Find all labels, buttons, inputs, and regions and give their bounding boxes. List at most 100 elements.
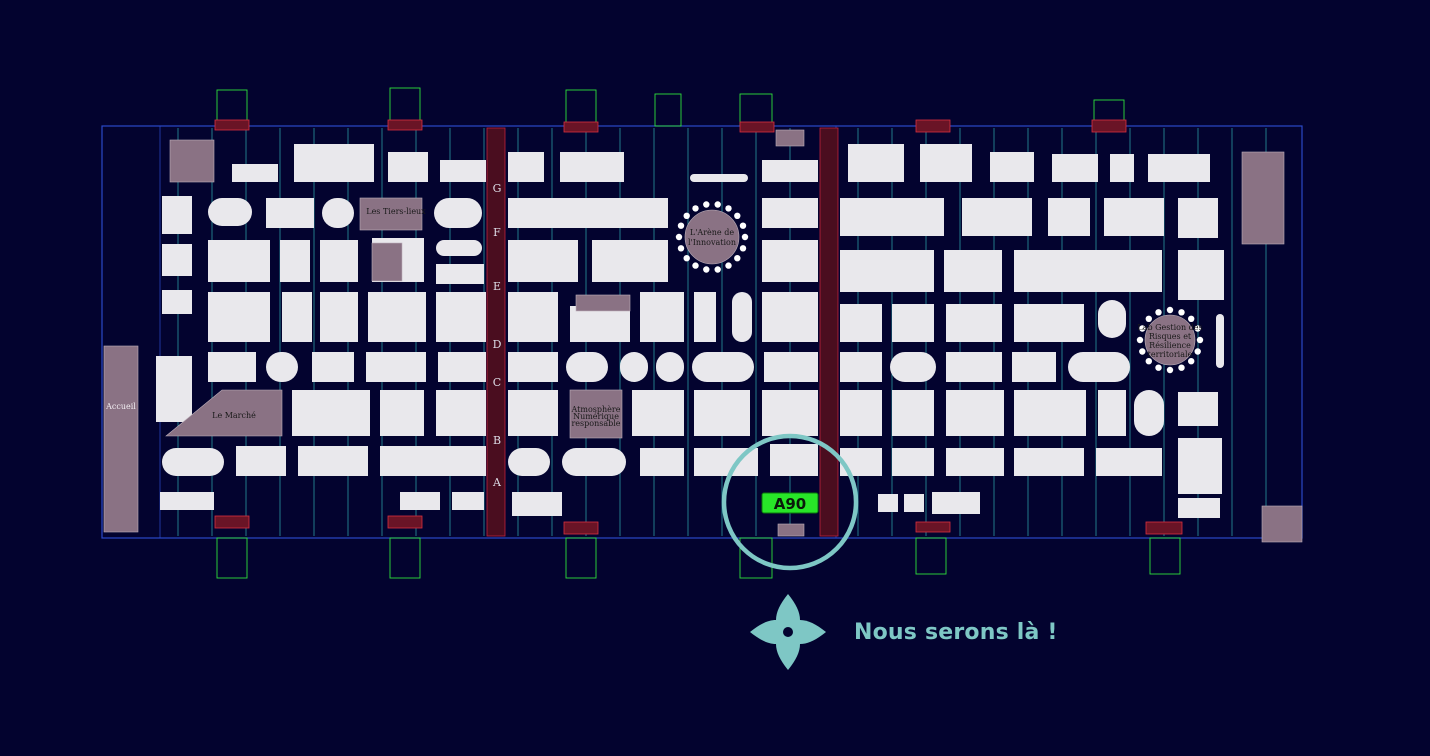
booth (436, 292, 486, 342)
booth (762, 160, 818, 182)
booth (640, 448, 684, 476)
seat-dot (677, 245, 685, 252)
zone-right-bottom (1261, 505, 1303, 543)
row-letter-b: B (493, 434, 501, 447)
booth (452, 492, 484, 510)
booth-tag[interactable] (761, 492, 819, 514)
zone-tiers-lieux-sub (371, 242, 403, 282)
booth (694, 292, 716, 342)
seat-dot (1188, 315, 1195, 322)
booth (208, 352, 256, 382)
booth (320, 292, 358, 342)
booth (840, 352, 882, 382)
booth (1048, 198, 1090, 236)
booth (322, 198, 354, 228)
row-letter-e: E (493, 280, 501, 293)
seat-dot (734, 255, 741, 262)
booth (162, 448, 224, 476)
seat-dot (1166, 366, 1174, 374)
zone-right-top (1241, 151, 1285, 245)
booth (162, 196, 192, 234)
booth (694, 390, 750, 436)
booth (1052, 154, 1098, 182)
booth (1012, 352, 1056, 382)
seat-dot (1188, 358, 1195, 365)
seat-dot (1139, 325, 1146, 332)
row-letter-d: D (493, 338, 502, 351)
zone-arene (684, 209, 740, 265)
booth (570, 306, 630, 342)
booth (294, 144, 374, 182)
booth (840, 198, 944, 236)
label-lab-1: Lab Gestion des (1137, 323, 1202, 332)
zone-top-small (775, 129, 805, 147)
booth (848, 144, 904, 182)
row-letter-g: G (493, 182, 502, 195)
seat-dot (741, 233, 749, 241)
booth (690, 174, 748, 182)
booth (438, 352, 486, 382)
booth (400, 492, 440, 510)
booth (1014, 304, 1084, 342)
booth (632, 390, 684, 436)
seat-dot (1145, 315, 1153, 322)
booth (282, 292, 312, 342)
booth (508, 448, 550, 476)
round-zone-dots (675, 201, 1204, 374)
booth (592, 240, 668, 282)
booth (508, 152, 544, 182)
booth (764, 352, 818, 382)
booth (380, 446, 486, 476)
booth (434, 198, 482, 228)
booth (232, 164, 278, 182)
booth (944, 250, 1002, 292)
seat-dot (1166, 306, 1174, 314)
booth (388, 152, 428, 182)
booth (380, 390, 424, 436)
booth (890, 352, 936, 382)
booth (280, 240, 310, 282)
zone-lab (1144, 314, 1196, 366)
booth (1098, 390, 1126, 436)
booth (508, 240, 578, 282)
seat-dot (1196, 336, 1204, 344)
emergency-exits (214, 87, 1183, 579)
booth (904, 494, 924, 512)
booth (892, 304, 934, 342)
booths (156, 144, 1224, 518)
label-lab-4: territoriale (1148, 350, 1193, 359)
seat-dot (1178, 364, 1185, 371)
label-lab-2: Risques et (1149, 332, 1192, 341)
booth (1148, 154, 1210, 182)
booth (962, 198, 1032, 236)
aisle-separator-right (819, 127, 839, 537)
booth (892, 448, 934, 476)
seat-dot (1136, 336, 1144, 344)
booth (946, 304, 1002, 342)
label-marche: Le Marché (212, 411, 256, 420)
booth (156, 356, 192, 422)
booth (208, 240, 270, 282)
label-atmosphere-2: Numérique (573, 412, 619, 421)
booth (298, 446, 368, 476)
seat-dot (1194, 325, 1201, 332)
booth (1178, 498, 1220, 518)
booth (892, 390, 934, 436)
zone-bottom-small (777, 523, 805, 537)
seat-dot (714, 266, 721, 273)
booth (620, 352, 648, 382)
seat-dot (1139, 348, 1146, 355)
zone-marche (165, 389, 283, 437)
booth (1098, 300, 1126, 338)
booth (1104, 198, 1164, 236)
booth (1178, 250, 1224, 300)
compass-star-icon (750, 594, 826, 670)
booth (1096, 448, 1162, 476)
zone-atmosphere-top (575, 294, 631, 312)
label-tiers-lieux: Les Tiers-lieux (366, 207, 426, 216)
booth (162, 290, 192, 314)
booth (508, 352, 558, 382)
booth (508, 292, 558, 342)
seat-dot (703, 266, 710, 273)
